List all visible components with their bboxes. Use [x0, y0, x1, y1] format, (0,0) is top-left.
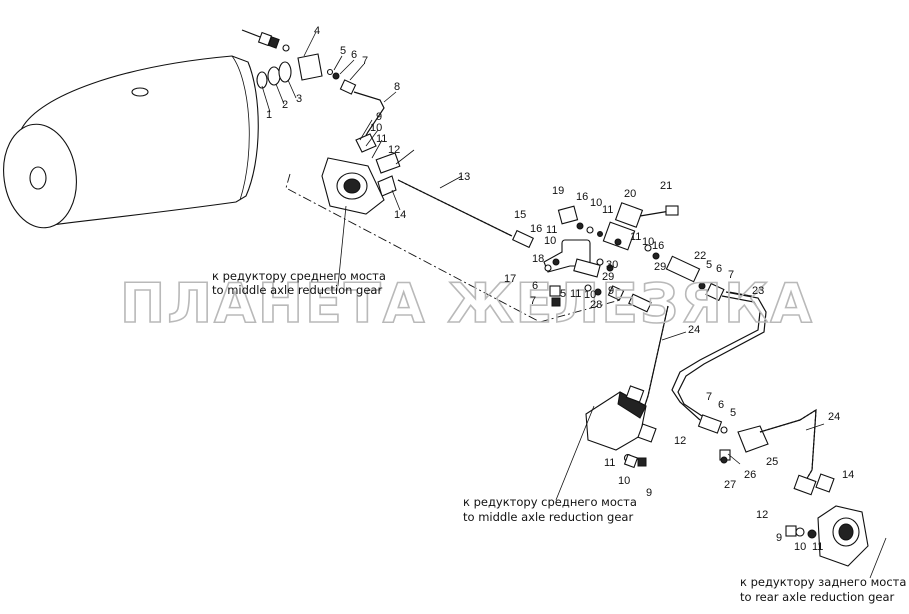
callout-28: 28	[590, 299, 602, 311]
callout-13: 13	[458, 171, 470, 183]
callout-18: 18	[532, 253, 544, 265]
caption-middle-bottom-ru: к редуктору среднего моста	[463, 495, 637, 509]
callout-22: 22	[694, 250, 706, 262]
callout-21: 21	[660, 180, 672, 192]
axis-line-2	[539, 299, 621, 323]
callout-10-f: 10	[794, 541, 806, 553]
callout-7-c: 7	[706, 391, 712, 403]
callout-3: 3	[296, 93, 302, 105]
callout-10-d: 10	[642, 236, 654, 248]
caption-rear-en: to rear axle reduction gear	[740, 590, 895, 604]
pipe-23-inner	[677, 291, 767, 417]
callout-2: 2	[282, 99, 288, 111]
flange-middle-upper	[321, 157, 385, 215]
callout-11-f: 11	[812, 541, 823, 553]
flange-rear	[785, 505, 869, 567]
callout-5: 5	[340, 45, 346, 57]
callout-11-b: 11	[602, 204, 613, 216]
callout-25: 25	[766, 456, 778, 468]
callout-11: 11	[376, 133, 387, 145]
callout-10-e: 10	[618, 475, 630, 487]
callout-23: 23	[752, 285, 764, 297]
leader-lines	[261, 31, 887, 579]
axis-line-1	[285, 173, 541, 323]
callout-24-a: 24	[688, 324, 700, 336]
callout-5-c: 5	[730, 407, 736, 419]
callout-6: 6	[351, 49, 357, 61]
caption-middle-top-en: to middle axle reduction gear	[212, 283, 382, 297]
caption-middle-bottom-en: to middle axle reduction gear	[463, 510, 633, 524]
callout-9-a: 9	[608, 285, 614, 297]
callout-24-b: 24	[828, 411, 840, 423]
callout-10-c: 10	[584, 289, 596, 301]
callout-10-a: 10	[544, 235, 556, 247]
callout-30: 30	[606, 259, 618, 271]
callout-9-c: 9	[776, 532, 782, 544]
hose-13	[397, 179, 535, 249]
callout-26: 26	[744, 469, 756, 481]
callout-14: 14	[394, 209, 406, 221]
callout-6-b: 6	[716, 263, 722, 275]
callout-9-b: 9	[646, 487, 652, 499]
callout-16-b: 16	[576, 191, 588, 203]
callout-1: 1	[266, 109, 272, 121]
callout-11-a: 11	[546, 224, 557, 236]
callout-10: 10	[370, 122, 382, 134]
callout-6-a: 6	[532, 280, 538, 292]
callout-17: 17	[504, 273, 516, 285]
callout-7-b: 7	[728, 269, 734, 281]
callout-7-a: 7	[530, 295, 536, 307]
callout-12: 12	[388, 144, 400, 156]
callout-11-e: 11	[604, 457, 615, 469]
valve-cluster	[543, 202, 725, 313]
caption-rear-ru: к редуктору заднего моста	[740, 575, 906, 589]
reduction-gear-block-middle	[585, 385, 657, 469]
callout-5-a: 5	[560, 288, 566, 300]
callout-7: 7	[362, 55, 368, 67]
callout-27: 27	[724, 479, 736, 491]
captions: к редуктору среднего моста to middle axl…	[212, 269, 906, 604]
callout-4: 4	[314, 25, 320, 37]
watermark-text: ПЛАНЕТА ЖЕЛЕЗЯКА	[120, 272, 814, 335]
inlet-fittings	[241, 29, 401, 197]
callout-29-a: 29	[602, 271, 614, 283]
caption-middle-top-ru: к редуктору среднего моста	[212, 269, 386, 283]
callout-15: 15	[514, 209, 526, 221]
callout-10-b: 10	[590, 197, 602, 209]
callout-9: 9	[376, 111, 382, 123]
callout-6-c: 6	[718, 399, 724, 411]
air-tank	[3, 55, 259, 229]
callout-numbers: 1 2 3 4 5 6 7 8 9 10 11 12 13 14 15 16 1…	[266, 25, 854, 553]
callout-11-c: 11	[570, 288, 581, 300]
callout-16-c: 16	[652, 240, 664, 252]
pipe-23	[671, 295, 761, 421]
callout-16-a: 16	[530, 223, 542, 235]
callout-14-b: 14	[842, 469, 854, 481]
callout-20: 20	[624, 188, 636, 200]
callout-12-a: 12	[674, 435, 686, 447]
callout-19: 19	[552, 185, 564, 197]
callout-5-b: 5	[706, 259, 712, 271]
callout-8: 8	[394, 81, 400, 93]
callout-29-b: 29	[654, 261, 666, 273]
lower-right-fittings	[697, 408, 835, 496]
callout-11-d: 11	[630, 231, 641, 243]
callout-12-b: 12	[756, 509, 768, 521]
